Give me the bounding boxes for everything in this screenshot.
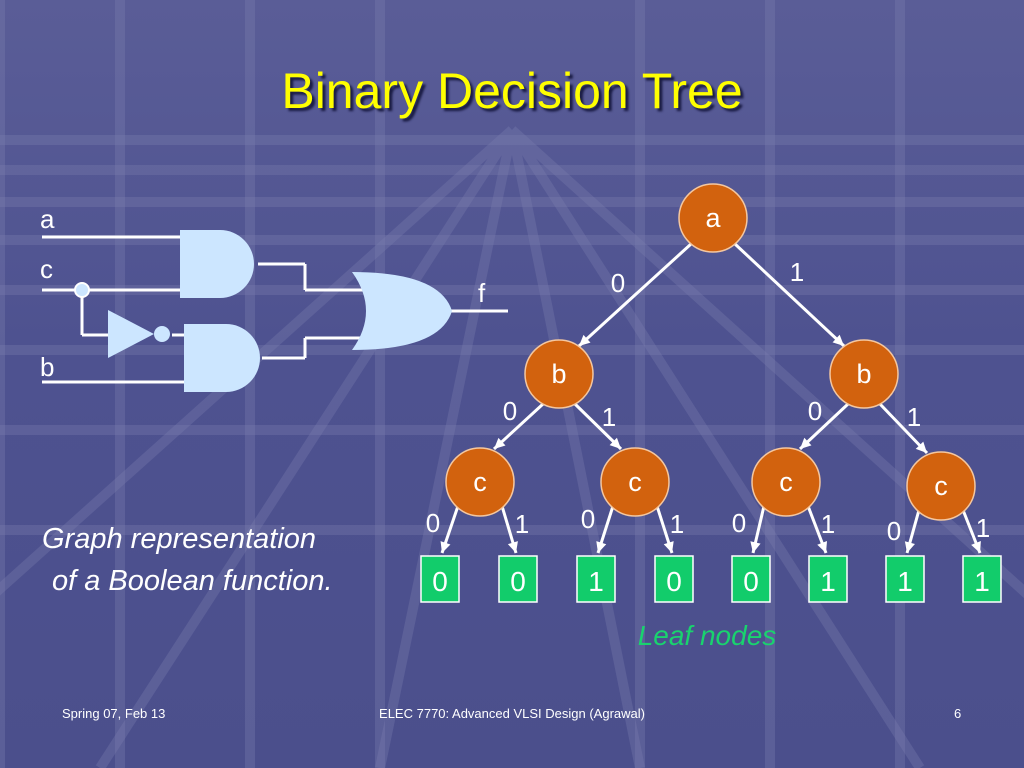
tree-node-c-0 — [445, 447, 515, 517]
and-gate-top — [180, 230, 254, 298]
edge-label-c1-1: 1 — [670, 509, 684, 539]
and-gate-bottom — [184, 324, 260, 392]
edge-c0-0-arrowhead — [440, 541, 451, 553]
edge-c1-1-arrowhead — [663, 541, 674, 553]
tree-node-b-1 — [829, 339, 899, 409]
leaf-node — [654, 555, 694, 603]
edge-a-1 — [733, 242, 846, 348]
leaf-node — [808, 555, 848, 603]
edge-label-c1-0: 0 — [581, 504, 595, 534]
leaf-node — [962, 555, 1002, 603]
tree-node-root-label: a — [705, 203, 721, 233]
tree-node-c-1-label: c — [628, 467, 642, 497]
edge-label-a-0: 0 — [611, 268, 625, 298]
caption-line-1: Graph representation — [42, 523, 317, 555]
edge-b0-0-arrowhead — [494, 437, 506, 449]
edge-label-c0-0: 0 — [426, 508, 440, 538]
leaf-node-value: 0 — [432, 566, 448, 597]
edge-a-0 — [577, 242, 693, 348]
leaf-node — [420, 555, 460, 603]
not-gate — [108, 310, 154, 358]
edge-c0-1-arrowhead — [507, 541, 518, 553]
not-bubble — [154, 326, 170, 342]
leaf-node — [576, 555, 616, 603]
edge-b0-0 — [492, 402, 545, 451]
edge-label-b1-1: 1 — [907, 402, 921, 432]
leaf-node-value: 1 — [897, 566, 913, 597]
output-label-f: f — [478, 278, 486, 308]
leaf-node-value: 0 — [743, 566, 759, 597]
edge-label-b0-0: 0 — [503, 396, 517, 426]
leaf-node — [885, 555, 925, 603]
slide-title: Binary Decision Tree — [281, 63, 743, 119]
edge-c1-0-arrowhead — [596, 541, 607, 553]
edge-b0-1-arrowhead — [609, 437, 621, 449]
leaf-node — [498, 555, 538, 603]
graph-caption: Graph representation of a Boolean functi… — [42, 518, 333, 602]
leaf-node — [731, 555, 771, 603]
leaf-node-value: 1 — [820, 566, 836, 597]
input-label-c: c — [40, 254, 53, 284]
footer-date: Spring 07, Feb 13 — [62, 706, 166, 721]
edge-b1-0-arrowhead — [800, 437, 812, 449]
caption-line-2: of a Boolean function. — [52, 565, 333, 597]
edge-label-c2-1: 1 — [821, 509, 835, 539]
edge-label-c3-0: 0 — [887, 516, 901, 546]
or-gate — [352, 272, 452, 350]
leaf-node-value: 1 — [974, 566, 990, 597]
tree-node-c-2 — [751, 447, 821, 517]
edge-label-a-1: 1 — [790, 257, 804, 287]
tree-node-c-2-label: c — [779, 467, 793, 497]
leaf-node-value: 0 — [510, 566, 526, 597]
tree-node-b-0 — [524, 339, 594, 409]
tree-node-c-3-label: c — [934, 471, 948, 501]
leaf-node-value: 1 — [588, 566, 604, 597]
tree-node-c-0-label: c — [473, 467, 487, 497]
edge-label-b1-0: 0 — [808, 396, 822, 426]
edge-label-c0-1: 1 — [515, 509, 529, 539]
edge-label-c3-1: 1 — [976, 513, 990, 543]
edge-label-c2-0: 0 — [732, 508, 746, 538]
tree-node-root — [678, 183, 748, 253]
edge-c3-1-arrowhead — [971, 541, 981, 553]
footer-page-number: 6 — [954, 706, 962, 721]
input-label-a: a — [40, 204, 55, 234]
edge-label-b0-1: 1 — [602, 402, 616, 432]
edge-a-1-arrowhead — [832, 334, 844, 346]
input-label-b: b — [40, 352, 54, 382]
edge-b1-1 — [878, 402, 929, 455]
tree-node-c-1 — [600, 447, 670, 517]
tree-node-c-3 — [906, 451, 976, 521]
edge-c3-0-arrowhead — [904, 541, 915, 553]
edge-b1-1-arrowhead — [915, 441, 927, 453]
leaf-node-value: 0 — [666, 566, 682, 597]
tree-node-b-1-label: b — [856, 359, 871, 389]
tree-node-b-0-label: b — [551, 359, 566, 389]
edge-c2-0-arrowhead — [750, 541, 761, 553]
logic-circuit: a c b f — [40, 204, 508, 392]
edge-c2-1-arrowhead — [817, 541, 828, 553]
leaf-nodes-caption: Leaf nodes — [638, 620, 777, 651]
edge-b1-0 — [798, 402, 850, 451]
footer-course: ELEC 7770: Advanced VLSI Design (Agrawal… — [379, 706, 645, 721]
edge-a-0-arrowhead — [579, 334, 591, 346]
junction-dot — [74, 282, 90, 298]
